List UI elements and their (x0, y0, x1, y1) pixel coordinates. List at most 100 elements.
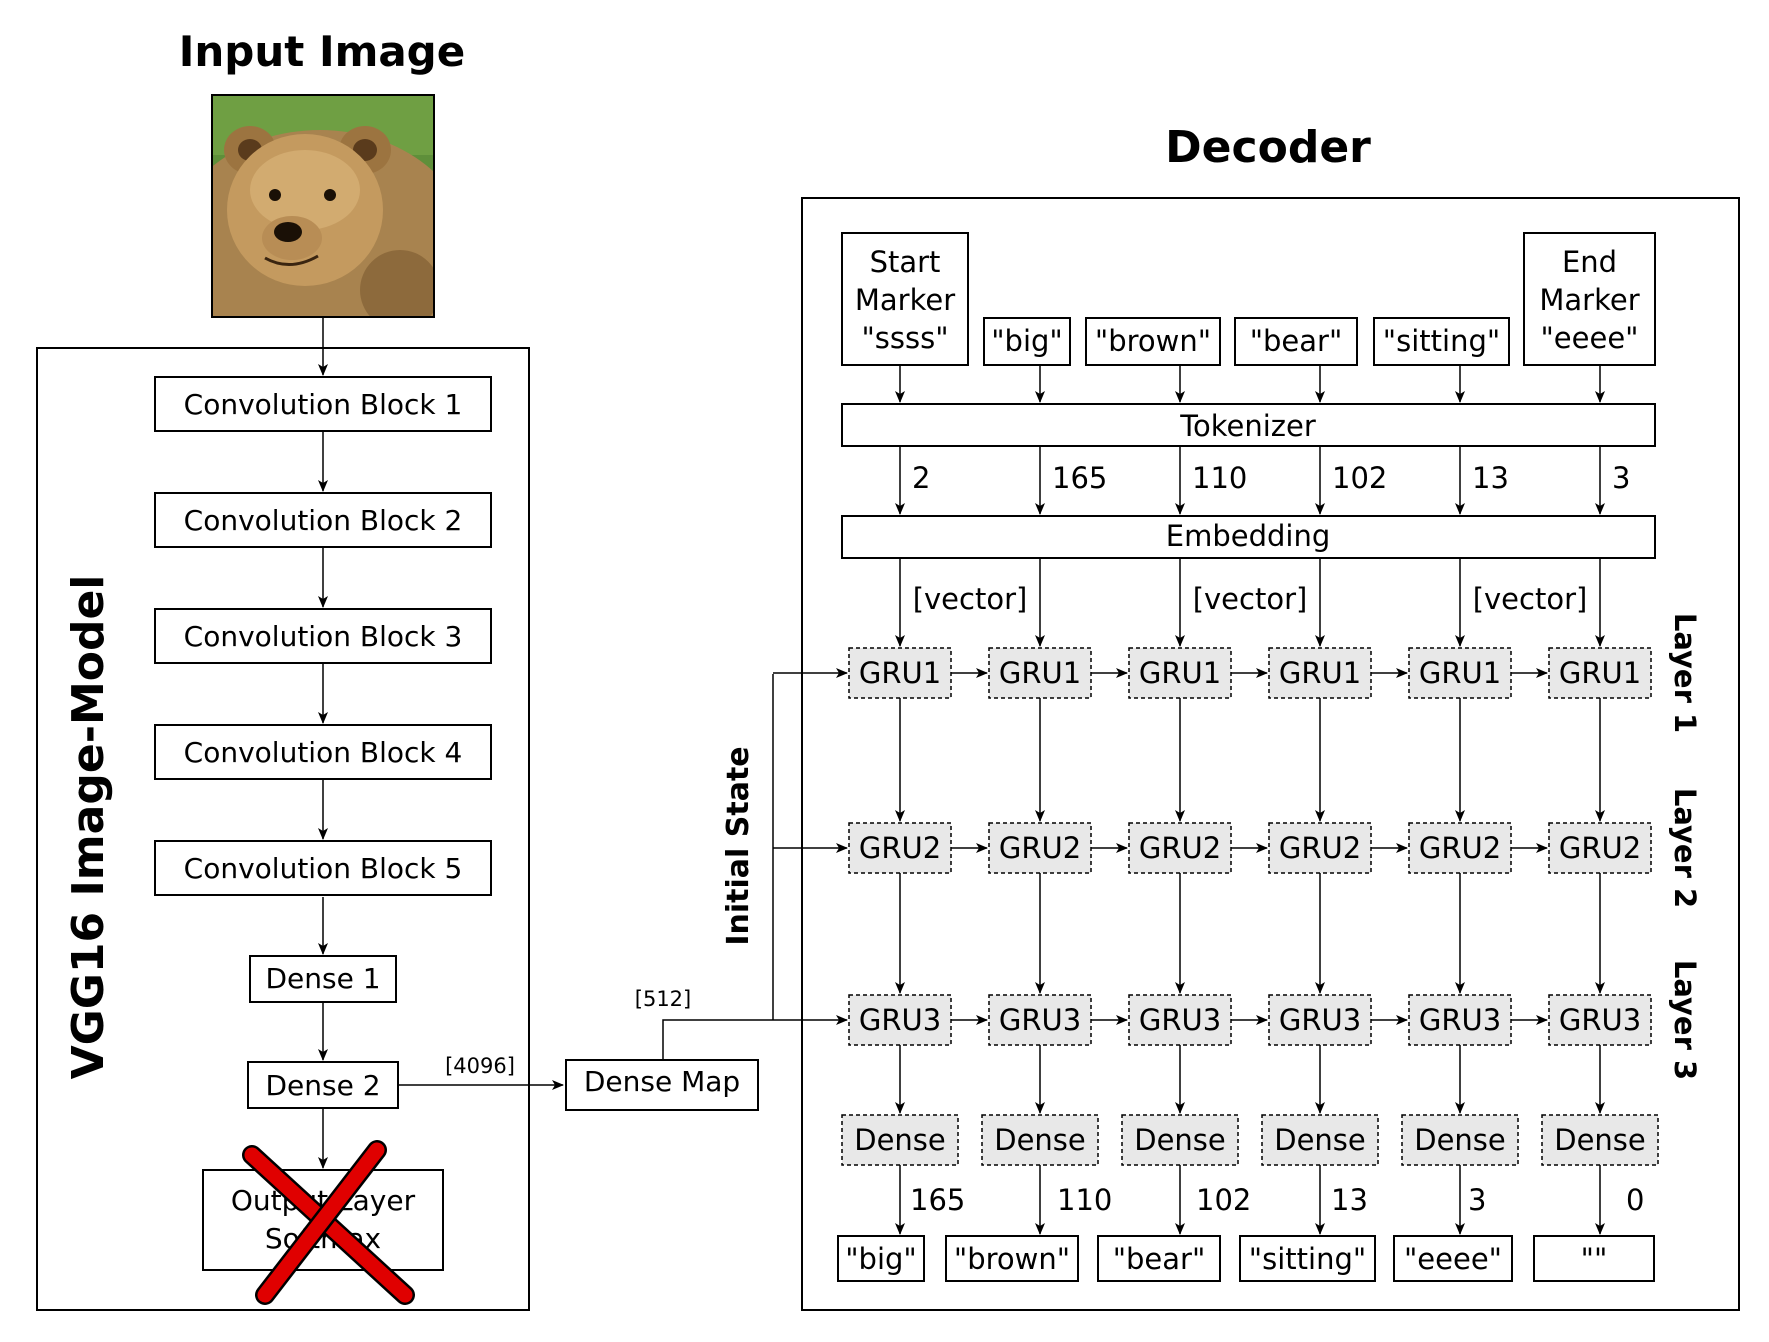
output-id-6: 0 (1626, 1183, 1644, 1217)
output-token-3-box (1097, 1235, 1221, 1282)
input-token-2-box (983, 317, 1071, 366)
gru3-label-6: GRU3 (1559, 1003, 1641, 1037)
vgg-title: VGG16 Image-Model (63, 575, 114, 1080)
dim-4096-label: [4096] (445, 1054, 515, 1078)
conv-block-1-label: Convolution Block 1 (184, 388, 463, 421)
tokenizer-box (841, 403, 1656, 447)
gru2-cell-1 (848, 822, 952, 874)
output-id-4: 13 (1331, 1183, 1368, 1217)
input-token-1-line3: "ssss" (861, 321, 948, 355)
token-id-2: 165 (1052, 461, 1107, 495)
input-token-1-line1: Start (870, 245, 941, 279)
bear-photo-icon (212, 95, 434, 317)
input-token-6-box (1523, 232, 1656, 366)
gru2-label-6: GRU2 (1559, 831, 1641, 865)
output-token-6-label: "" (1581, 1242, 1608, 1276)
conv-block-1-box (154, 376, 492, 432)
output-token-5-box (1393, 1235, 1513, 1282)
conv-block-4-box (154, 724, 492, 780)
gru3-label-3: GRU3 (1139, 1003, 1221, 1037)
input-token-2-label: "big" (991, 324, 1063, 358)
input-token-4-label: "bear" (1250, 324, 1343, 358)
input-token-6-line2: Marker (1539, 283, 1639, 317)
input-token-4-box (1234, 317, 1358, 366)
dense-out-box-5 (1401, 1114, 1519, 1166)
input-token-5-label: "sitting" (1383, 324, 1500, 358)
input-image-title: Input Image (179, 27, 465, 76)
output-token-1-box (837, 1235, 925, 1282)
dense1-box (249, 955, 397, 1003)
conv-block-5-label: Convolution Block 5 (184, 852, 463, 885)
gru3-label-2: GRU3 (999, 1003, 1081, 1037)
output-token-4-box (1239, 1235, 1376, 1282)
gru3-label-4: GRU3 (1279, 1003, 1361, 1037)
layer-label-3: Layer 3 (1668, 960, 1702, 1080)
token-id-3: 110 (1192, 461, 1247, 495)
dense-out-label-4: Dense (1274, 1123, 1366, 1157)
conv-block-2-label: Convolution Block 2 (184, 504, 463, 537)
output-token-5-label: "eeee" (1404, 1242, 1502, 1276)
dense-out-box-1 (841, 1114, 959, 1166)
dense2-box (247, 1061, 399, 1109)
dense-map-label: Dense Map (584, 1065, 740, 1098)
gru2-cell-3 (1128, 822, 1232, 874)
input-token-6-line1: End (1562, 245, 1617, 279)
gru1-cell-1 (848, 647, 952, 699)
gru2-label-2: GRU2 (999, 831, 1081, 865)
gru1-cell-6 (1548, 647, 1652, 699)
dense-out-label-1: Dense (854, 1123, 946, 1157)
gru3-cell-5 (1408, 994, 1512, 1046)
token-id-5: 13 (1472, 461, 1509, 495)
decoder-container (801, 197, 1740, 1311)
input-token-1-box (841, 232, 969, 366)
dense-out-label-5: Dense (1414, 1123, 1506, 1157)
gru1-cell-3 (1128, 647, 1232, 699)
conv-block-5-box (154, 840, 492, 896)
gru1-label-5: GRU1 (1419, 656, 1501, 690)
conv-block-3-label: Convolution Block 3 (184, 620, 463, 653)
dense-map-box (565, 1059, 759, 1111)
initial-state-label: Initial State (721, 746, 756, 945)
dense1-label: Dense 1 (265, 962, 380, 995)
gru2-label-4: GRU2 (1279, 831, 1361, 865)
output-token-4-label: "sitting" (1249, 1242, 1366, 1276)
gru2-label-1: GRU2 (859, 831, 941, 865)
embedding-box (841, 515, 1656, 559)
layer-label-1: Layer 1 (1668, 613, 1702, 733)
vector-label-2: [vector] (1193, 582, 1308, 616)
input-token-6-line3: "eeee" (1540, 321, 1638, 355)
input-token-3-label: "brown" (1095, 324, 1211, 358)
token-id-1: 2 (912, 461, 930, 495)
gru1-label-6: GRU1 (1559, 656, 1641, 690)
gru1-cell-4 (1268, 647, 1372, 699)
conv-block-4-label: Convolution Block 4 (184, 736, 463, 769)
embedding-label: Embedding (1166, 519, 1330, 553)
dense-out-box-6 (1541, 1114, 1659, 1166)
gru3-label-5: GRU3 (1419, 1003, 1501, 1037)
vgg-blocks: Convolution Block 1 Convolution Block 2 Co… (154, 376, 492, 896)
gru2-cell-2 (988, 822, 1092, 874)
gru2-cell-5 (1408, 822, 1512, 874)
cross-out-icon (242, 1140, 415, 1305)
gru1-label-3: GRU1 (1139, 656, 1221, 690)
gru2-label-3: GRU2 (1139, 831, 1221, 865)
dense-out-label-6: Dense (1554, 1123, 1646, 1157)
gru3-cell-6 (1548, 994, 1652, 1046)
gru3-cell-1 (848, 994, 952, 1046)
output-token-2-box (945, 1235, 1079, 1282)
output-token-3-label: "bear" (1113, 1242, 1206, 1276)
layer-label-2: Layer 2 (1668, 788, 1702, 908)
input-token-5-box (1373, 317, 1510, 366)
gru2-label-5: GRU2 (1419, 831, 1501, 865)
output-token-2-label: "brown" (954, 1242, 1070, 1276)
gru1-label-1: GRU1 (859, 656, 941, 690)
gru1-label-4: GRU1 (1279, 656, 1361, 690)
gru3-label-1: GRU3 (859, 1003, 941, 1037)
decoder-title: Decoder (1165, 122, 1371, 173)
gru1-label-2: GRU1 (999, 656, 1081, 690)
dense-out-label-2: Dense (994, 1123, 1086, 1157)
conv-block-2-box (154, 492, 492, 548)
